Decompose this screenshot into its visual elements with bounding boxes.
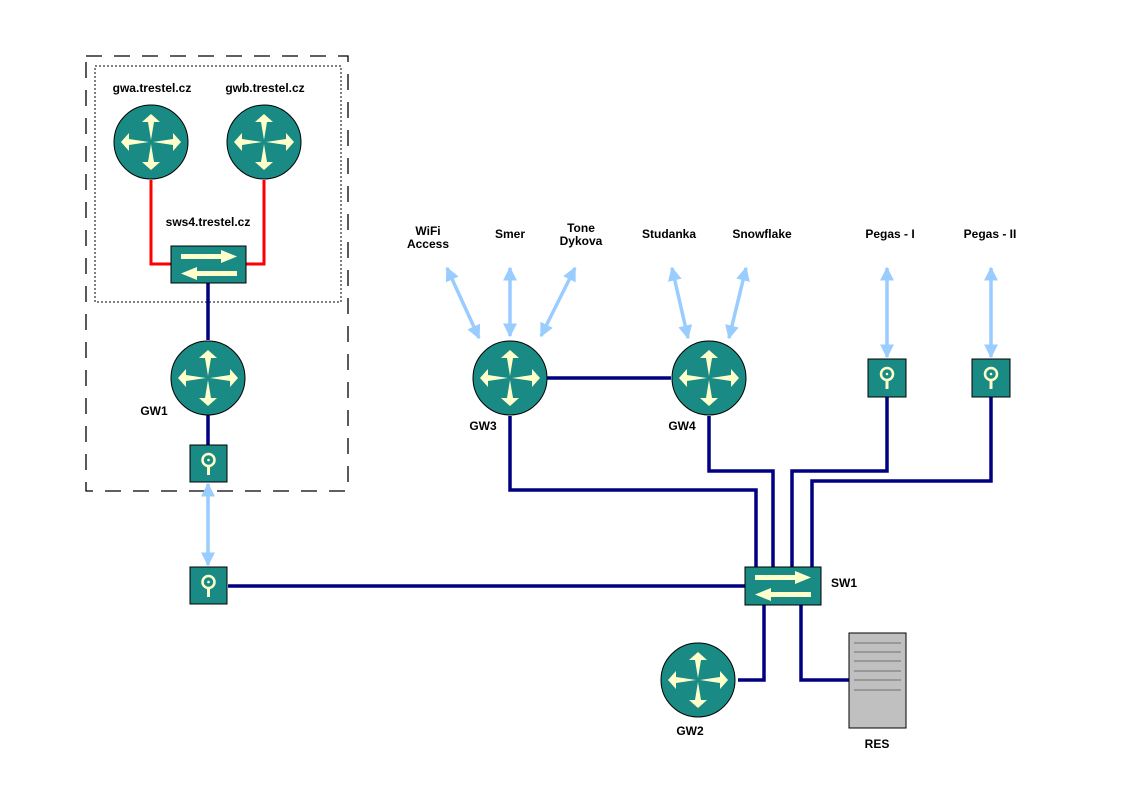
label-sw1: SW1 <box>830 576 857 590</box>
wireless-bridge-gw1[interactable] <box>189 444 228 483</box>
label-gwa: gwa.trestel.cz <box>112 81 192 95</box>
label-snowflake: Snowflake <box>732 227 792 241</box>
label-gw2: GW2 <box>676 724 704 738</box>
switch-sws4[interactable] <box>170 245 247 284</box>
link-gwa-sws4 <box>149 180 171 266</box>
cluster-links <box>149 180 266 266</box>
antenna-icon <box>983 366 999 389</box>
wireless-link-studanka <box>667 266 693 340</box>
label-gw3: GW3 <box>469 419 497 433</box>
switch-arrows-icon <box>755 571 811 601</box>
switch-sw1[interactable] <box>744 566 822 606</box>
label-pegas2: Pegas - II <box>963 227 1017 241</box>
label-gw4: GW4 <box>668 419 696 433</box>
wireless-link-wifi-access <box>445 266 481 340</box>
router-gwa[interactable] <box>113 104 189 180</box>
cluster-outer-boundary <box>85 55 349 492</box>
label-sws4: sws4.trestel.cz <box>165 215 251 229</box>
server-res[interactable] <box>848 632 907 729</box>
antenna-icon <box>879 366 895 389</box>
link-sw1-gw2 <box>738 605 766 682</box>
label-tone-dykova: Tone Dykova <box>559 221 603 248</box>
label-smer: Smer <box>494 227 526 241</box>
label-wifi-access: WiFi Access <box>406 224 450 251</box>
wireless-bridge-pegas2[interactable] <box>971 358 1011 398</box>
wireless-bridge-remote[interactable] <box>189 566 228 605</box>
wireless-link-snowflake <box>725 266 750 340</box>
label-studanka: Studanka <box>641 227 696 241</box>
label-pegas1: Pegas - I <box>865 227 915 241</box>
link-sw1-res <box>799 605 850 682</box>
wired-links <box>206 283 993 682</box>
label-res: RES <box>864 737 890 751</box>
antenna-icon <box>201 574 216 597</box>
router-gw4[interactable] <box>671 340 747 416</box>
wireless-link-tone-dykova <box>539 266 577 338</box>
link-pegas1-sw1 <box>790 397 889 567</box>
router-gw2[interactable] <box>660 642 736 718</box>
label-gwb: gwb.trestel.cz <box>225 81 305 95</box>
switch-arrows-icon <box>181 250 237 280</box>
antenna-icon <box>201 452 216 475</box>
router-gwb[interactable] <box>226 104 302 180</box>
router-gw3[interactable] <box>472 340 548 416</box>
router-gw1[interactable] <box>170 340 246 416</box>
link-gw3-sw1 <box>508 416 758 567</box>
wireless-links <box>201 266 998 567</box>
cluster-inner-boundary <box>94 65 342 303</box>
link-gwb-sws4 <box>246 180 266 266</box>
wireless-bridge-pegas1[interactable] <box>867 358 907 398</box>
link-pegas2-sw1 <box>810 397 993 567</box>
label-gw1: GW1 <box>140 404 168 418</box>
server-icon <box>854 642 901 691</box>
link-gw4-sw1 <box>707 416 775 567</box>
